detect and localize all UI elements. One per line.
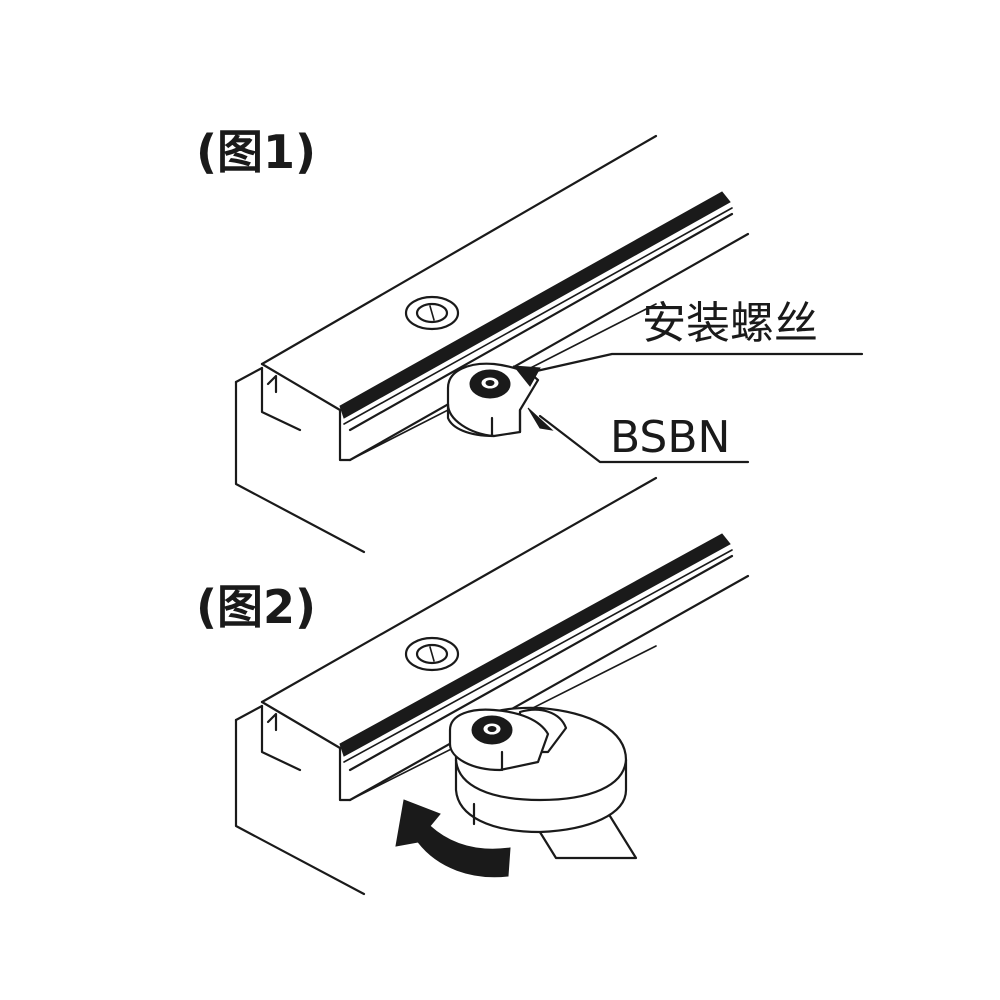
rail-1	[260, 134, 750, 462]
figure-2-title: (图2)	[196, 580, 316, 634]
figure-1-title: (图1)	[196, 125, 316, 179]
callout-bsbn-label: BSBN	[610, 412, 730, 463]
screw-icon	[469, 369, 511, 399]
bsbn-clamp-1	[446, 362, 554, 438]
curved-arrow-icon	[395, 799, 511, 878]
callout-lines-1	[530, 352, 864, 464]
screw-icon	[471, 715, 513, 745]
figure-1: (图1)	[196, 125, 864, 554]
rail-2	[260, 476, 750, 802]
bsbn-clamp-2	[448, 708, 550, 772]
rail-hole-1	[404, 295, 460, 331]
rail-hole-2	[404, 636, 460, 672]
callout-screw-label: 安装螺丝	[642, 298, 818, 349]
figure-2: (图2)	[196, 476, 750, 896]
